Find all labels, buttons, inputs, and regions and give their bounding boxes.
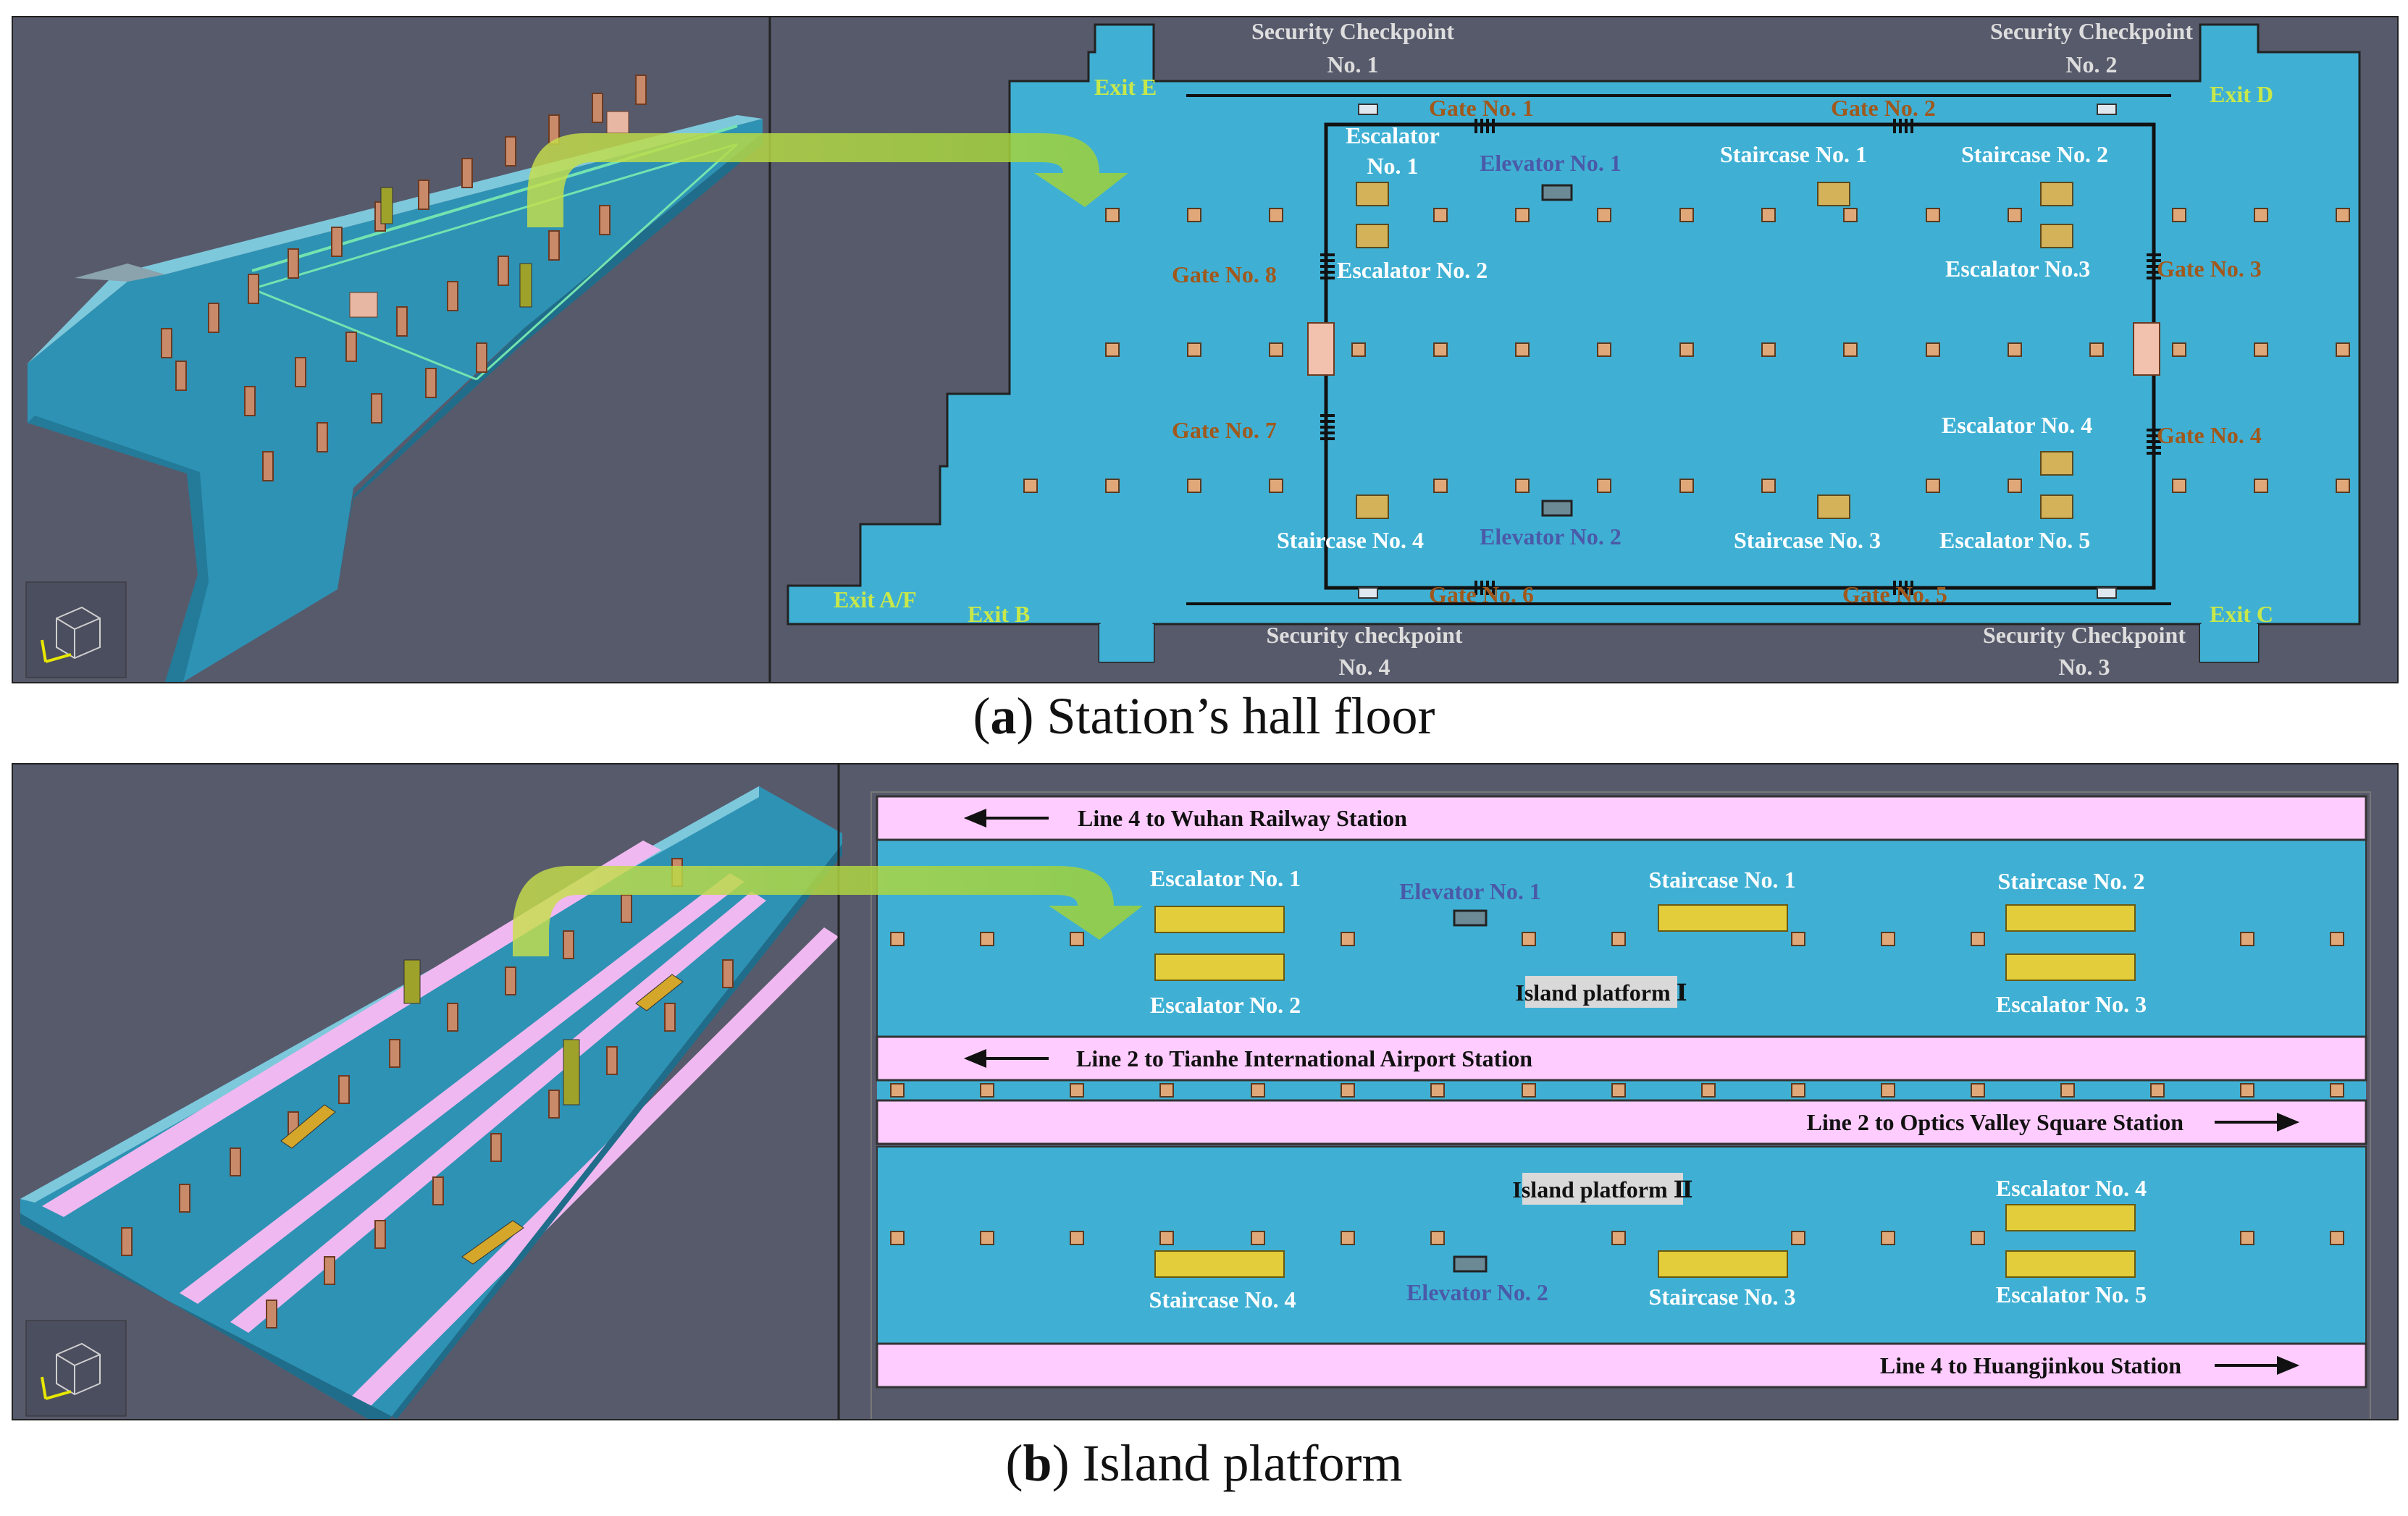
platform-escalator-3-icon (2005, 953, 2136, 981)
gate-4-label: Gate No. 4 (2157, 422, 2262, 448)
platform-staircase-1-label: Staircase No. 1 (1649, 867, 1796, 893)
checkpoint-2-label: Security Checkpoint (1990, 18, 2193, 44)
platform-staircase-3-label: Staircase No. 3 (1649, 1284, 1796, 1310)
staircase-3-icon (1817, 494, 1850, 519)
hall-staircase-1-label: Staircase No. 1 (1720, 141, 1867, 167)
exit-c-label: Exit C (2210, 601, 2273, 627)
panel-a-hall-floor: Exit E Exit D Exit A/F Exit B Exit C Sec… (12, 16, 2399, 683)
checkpoint-1-number: No. 1 (1327, 51, 1378, 77)
panel-b-3d-view (20, 765, 842, 1419)
platform-escalator-4-label: Escalator No. 4 (1996, 1175, 2147, 1201)
track-line2-optics (876, 1099, 2367, 1145)
panel-b-svg: Line 4 to Wuhan Railway Station Line 2 t… (20, 765, 2371, 1419)
gate-5-label: Gate No. 5 (1842, 581, 1947, 607)
gate-3-label: Gate No. 3 (2157, 256, 2262, 282)
gate-2-label: Gate No. 2 (1831, 95, 1936, 121)
platform-staircase-3-icon (1658, 1250, 1788, 1278)
track-line2-tianhe (876, 1035, 2367, 1082)
platform-escalator-5-icon (2005, 1250, 2136, 1278)
track-2-label: Line 2 to Tianhe International Airport S… (1076, 1045, 1532, 1071)
escalator-3-icon (2040, 224, 2073, 248)
checkpoint-4-number: No. 4 (1338, 654, 1390, 680)
hall-escalator-1-number: No. 1 (1367, 153, 1418, 179)
hall-escalator-3-label: Escalator No.3 (1945, 256, 2090, 282)
platform-escalator-4-icon (2005, 1204, 2136, 1231)
escalator-5-icon (2040, 494, 2073, 519)
hall-elevator-1-label: Elevator No. 1 (1480, 150, 1622, 176)
caption-a: (a) Station’s hall floor (973, 687, 1435, 745)
staircase-4-icon (1356, 494, 1389, 519)
hall-escalator-2-label: Escalator No. 2 (1337, 257, 1488, 283)
platform-escalator-2-label: Escalator No. 2 (1150, 992, 1301, 1018)
panel-a-3d-view (25, 17, 771, 682)
panel-b-link-arrow (513, 866, 1143, 956)
platform-staircase-2-label: Staircase No. 2 (1998, 868, 2145, 894)
island-platform-2-tag (1522, 1173, 1683, 1205)
panel-b-island-platform: Line 4 to Wuhan Railway Station Line 2 t… (12, 763, 2399, 1420)
axis-widget-icon-b[interactable] (25, 1320, 127, 1417)
caption-b-letter: b (1023, 1434, 1052, 1492)
caption-a-letter: a (990, 687, 1017, 745)
platform-staircase-1-icon (1658, 904, 1788, 932)
exit-af-label: Exit A/F (834, 586, 917, 612)
gate-1-label: Gate No. 1 (1429, 95, 1534, 121)
exit-b-label: Exit B (968, 601, 1030, 627)
hall-staircase-3-label: Staircase No. 3 (1734, 527, 1881, 553)
track-line4-huangjinkou (876, 1342, 2367, 1389)
caption-b: (b) Island platform (1005, 1434, 1403, 1492)
track-line4-wuhan (876, 795, 2367, 841)
track-4-label: Line 4 to Huangjinkou Station (1880, 1352, 2181, 1378)
hall-staircase-2-label: Staircase No. 2 (1961, 141, 2108, 167)
hall-staircase-4-label: Staircase No. 4 (1277, 527, 1424, 553)
escalator-1-icon (1356, 182, 1389, 206)
checkpoint-4-label: Security checkpoint (1266, 622, 1462, 648)
escalator-4-icon (2040, 451, 2073, 476)
elevator-1-icon (1541, 184, 1573, 201)
hall-escalator-5-label: Escalator No. 5 (1939, 527, 2090, 553)
panel-a-svg: Exit E Exit D Exit A/F Exit B Exit C Sec… (25, 17, 2361, 682)
platform-elevator-2-label: Elevator No. 2 (1406, 1279, 1548, 1305)
hall-elevator-2-label: Elevator No. 2 (1480, 523, 1622, 549)
checkpoint-3-number: No. 3 (2058, 654, 2110, 680)
island-platform-1-tag (1525, 976, 1677, 1008)
checkpoint-1-label: Security Checkpoint (1251, 18, 1454, 44)
hall-escalator-1-label: Escalator (1346, 122, 1440, 148)
hall-escalator-4-label: Escalator No. 4 (1942, 412, 2092, 438)
exit-d-label: Exit D (2210, 81, 2273, 107)
platform-escalator-1-label: Escalator No. 1 (1150, 865, 1301, 891)
exit-e-label: Exit E (1094, 74, 1157, 100)
caption-a-text: Station’s hall floor (1046, 687, 1435, 745)
gate-6-label: Gate No. 6 (1429, 581, 1534, 607)
checkpoint-2-number: No. 2 (2065, 51, 2117, 77)
gate-machine-right (2133, 322, 2160, 376)
platform-escalator-1-icon (1154, 906, 1285, 933)
platform-elevator-1-icon (1453, 909, 1488, 927)
platform-escalator-2-icon (1154, 953, 1285, 981)
elevator-2-icon (1541, 500, 1573, 517)
platform-staircase-4-icon (1154, 1250, 1285, 1278)
island-platform-1-label: Island platform Ⅰ (1515, 980, 1687, 1006)
platform-elevator-1-label: Elevator No. 1 (1399, 878, 1541, 904)
platform-escalator-3-label: Escalator No. 3 (1996, 991, 2147, 1017)
escalator-2-icon (1356, 224, 1389, 248)
platform-escalator-5-label: Escalator No. 5 (1996, 1281, 2147, 1307)
caption-b-text: Island platform (1082, 1434, 1403, 1492)
staircase-2-icon (2040, 182, 2073, 206)
gate-8-label: Gate No. 8 (1172, 261, 1277, 287)
platform-staircase-4-label: Staircase No. 4 (1149, 1287, 1296, 1313)
platform-elevator-2-icon (1453, 1255, 1488, 1273)
gate-7-label: Gate No. 7 (1172, 417, 1277, 443)
track-1-label: Line 4 to Wuhan Railway Station (1078, 805, 1407, 831)
gate-machine-left (1307, 322, 1335, 376)
staircase-1-icon (1817, 182, 1850, 206)
panel-a-link-arrow (527, 133, 1128, 227)
track-3-label: Line 2 to Optics Valley Square Station (1807, 1109, 2184, 1135)
platform-staircase-2-icon (2005, 904, 2136, 932)
axis-widget-icon[interactable] (25, 581, 127, 678)
island-platform-2-label: Island platform Ⅱ (1512, 1176, 1692, 1203)
checkpoint-3-label: Security Checkpoint (1983, 622, 2186, 648)
panel-a-plan (786, 23, 2361, 663)
